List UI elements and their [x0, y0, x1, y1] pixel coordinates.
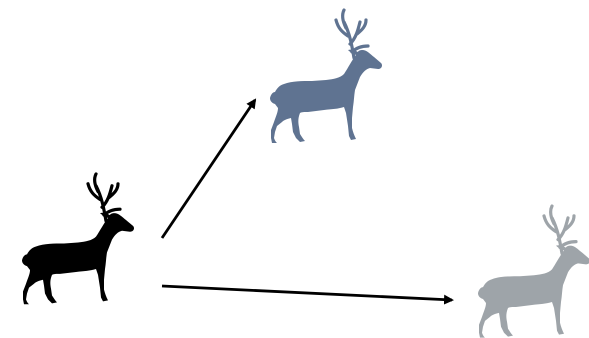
deer-silhouette-icon	[22, 174, 134, 304]
deer-silhouette-icon	[478, 206, 589, 338]
arrow-source-to-bottom	[162, 286, 452, 300]
deer-silhouette-icon	[270, 10, 382, 143]
arrow-source-to-top	[162, 100, 255, 238]
